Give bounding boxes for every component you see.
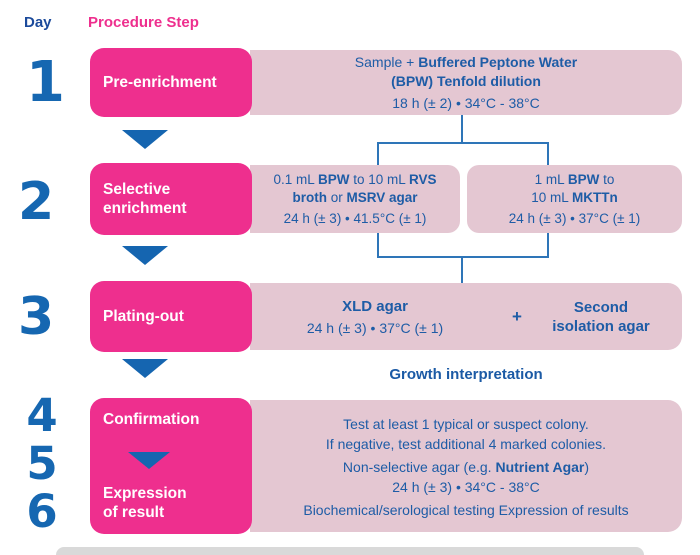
step-label-pre-enrichment: Pre-enrichment bbox=[90, 48, 252, 117]
day-number-1: 1 bbox=[26, 50, 65, 115]
confirmation-label: Confirmation bbox=[103, 411, 200, 428]
day-number-4: 4 bbox=[26, 389, 58, 442]
second-text: Second bbox=[573, 298, 629, 316]
procedure-step-column-header: Procedure Step bbox=[88, 14, 199, 31]
rvs-msrv-media-line: 0.1 mL BPW to 10 mL RVS broth or MSRV ag… bbox=[256, 171, 454, 207]
plus-sign: + bbox=[512, 306, 522, 326]
down-arrow-1 bbox=[122, 130, 168, 149]
plating-out-detail-box: XLD agar 24 h (± 3) • 37°C (± 1) + Second… bbox=[250, 283, 682, 350]
down-arrow-3 bbox=[122, 359, 168, 378]
rvs-msrv-conditions: 24 h (± 3) • 41.5°C (± 1) bbox=[283, 210, 427, 226]
mkttn-detail-box: 1 mL BPW to 10 mL MKTTn 24 h (± 3) • 37°C… bbox=[467, 165, 682, 233]
step-label-text: Selective enrichment bbox=[103, 181, 187, 217]
connector-line bbox=[547, 233, 549, 258]
step-label-text: Plating-out bbox=[103, 308, 184, 325]
text-segment: 0.1 mL bbox=[273, 171, 318, 187]
tenfold-dilution-bold-text: (BPW) Tenfold dilution bbox=[391, 73, 541, 89]
text-segment: or bbox=[326, 189, 347, 205]
partial-bottom-bar bbox=[56, 547, 644, 555]
connector-line bbox=[461, 115, 463, 144]
connector-line bbox=[377, 142, 379, 165]
day-column-header: Day bbox=[24, 14, 52, 31]
xld-agar-block: XLD agar 24 h (± 3) • 37°C (± 1) bbox=[250, 297, 500, 337]
down-arrow-2 bbox=[122, 246, 168, 265]
step-label-text: Pre-enrichment bbox=[103, 74, 217, 91]
step-label-confirmation-expression: Confirmation Expression of result bbox=[90, 398, 252, 534]
step-label-plating-out: Plating-out bbox=[90, 281, 252, 352]
connector-line bbox=[377, 256, 549, 258]
mkttn-media-line: 1 mL BPW to 10 mL MKTTn bbox=[473, 171, 676, 207]
msrv-agar-bold-text: MSRV agar bbox=[346, 189, 418, 205]
mkttn-conditions: 24 h (± 3) • 37°C (± 1) bbox=[508, 210, 641, 226]
confirmation-line-5: Biochemical/serological testing Expressi… bbox=[303, 502, 629, 518]
nutrient-agar-bold-text: Nutrient Agar bbox=[495, 459, 585, 475]
isolation-agar-text: isolation agar bbox=[552, 317, 650, 335]
text-segment: ) bbox=[584, 459, 590, 475]
day-number-5: 5 bbox=[26, 437, 58, 490]
xld-conditions: 24 h (± 3) • 37°C (± 1) bbox=[306, 319, 444, 336]
connector-line bbox=[547, 142, 549, 165]
day-number-6: 6 bbox=[26, 485, 58, 538]
step-label-selective-enrichment: Selective enrichment bbox=[90, 163, 252, 235]
confirmation-line-1: Test at least 1 typical or suspect colon… bbox=[343, 416, 589, 432]
confirmation-detail-box: Test at least 1 typical or suspect colon… bbox=[250, 400, 682, 532]
expression-text: Expression bbox=[103, 485, 187, 502]
xld-agar-bold-text: XLD agar bbox=[342, 297, 408, 315]
text-segment: to 10 mL bbox=[349, 171, 410, 187]
day-number-3: 3 bbox=[18, 287, 55, 347]
of-result-text: of result bbox=[103, 504, 165, 521]
text-segment: 1 mL bbox=[534, 171, 568, 187]
pre-enrichment-media-line: Sample + Buffered Peptone Water (BPW) Ten… bbox=[250, 53, 682, 91]
bpw-bold-text: BPW bbox=[567, 171, 600, 187]
text-segment: to bbox=[599, 171, 615, 187]
text-segment: Non-selective agar (e.g. bbox=[342, 459, 496, 475]
growth-interpretation-label: Growth interpretation bbox=[389, 366, 543, 383]
bpw-bold-text: BPW bbox=[317, 171, 350, 187]
day-number-2: 2 bbox=[18, 172, 55, 232]
expression-of-result-label: Expression of result bbox=[103, 484, 187, 522]
text-segment: 10 mL bbox=[531, 189, 573, 205]
day-numbers-4-5-6: 4 5 6 bbox=[18, 392, 66, 536]
confirmation-line-3: Non-selective agar (e.g. Nutrient Agar) bbox=[250, 457, 682, 477]
connector-line bbox=[461, 256, 463, 283]
confirmation-line-4: 24 h (± 3) • 34°C - 38°C bbox=[392, 479, 540, 495]
connector-line bbox=[377, 233, 379, 258]
bpw-bold-text: Buffered Peptone Water bbox=[418, 54, 578, 70]
sample-text: Sample + bbox=[354, 54, 419, 70]
confirmation-line-2: If negative, test additional 4 marked co… bbox=[325, 436, 607, 452]
down-arrow-4 bbox=[128, 452, 170, 469]
pre-enrichment-detail-box: Sample + Buffered Peptone Water (BPW) Ten… bbox=[250, 50, 682, 115]
rvs-msrv-detail-box: 0.1 mL BPW to 10 mL RVS broth or MSRV ag… bbox=[250, 165, 460, 233]
rvs-broth-bold-text: RVS broth bbox=[292, 171, 437, 205]
pre-enrichment-conditions: 18 h (± 2) • 34°C - 38°C bbox=[392, 95, 540, 111]
mkttn-bold-text: MKTTn bbox=[572, 189, 618, 205]
connector-line bbox=[377, 142, 549, 144]
